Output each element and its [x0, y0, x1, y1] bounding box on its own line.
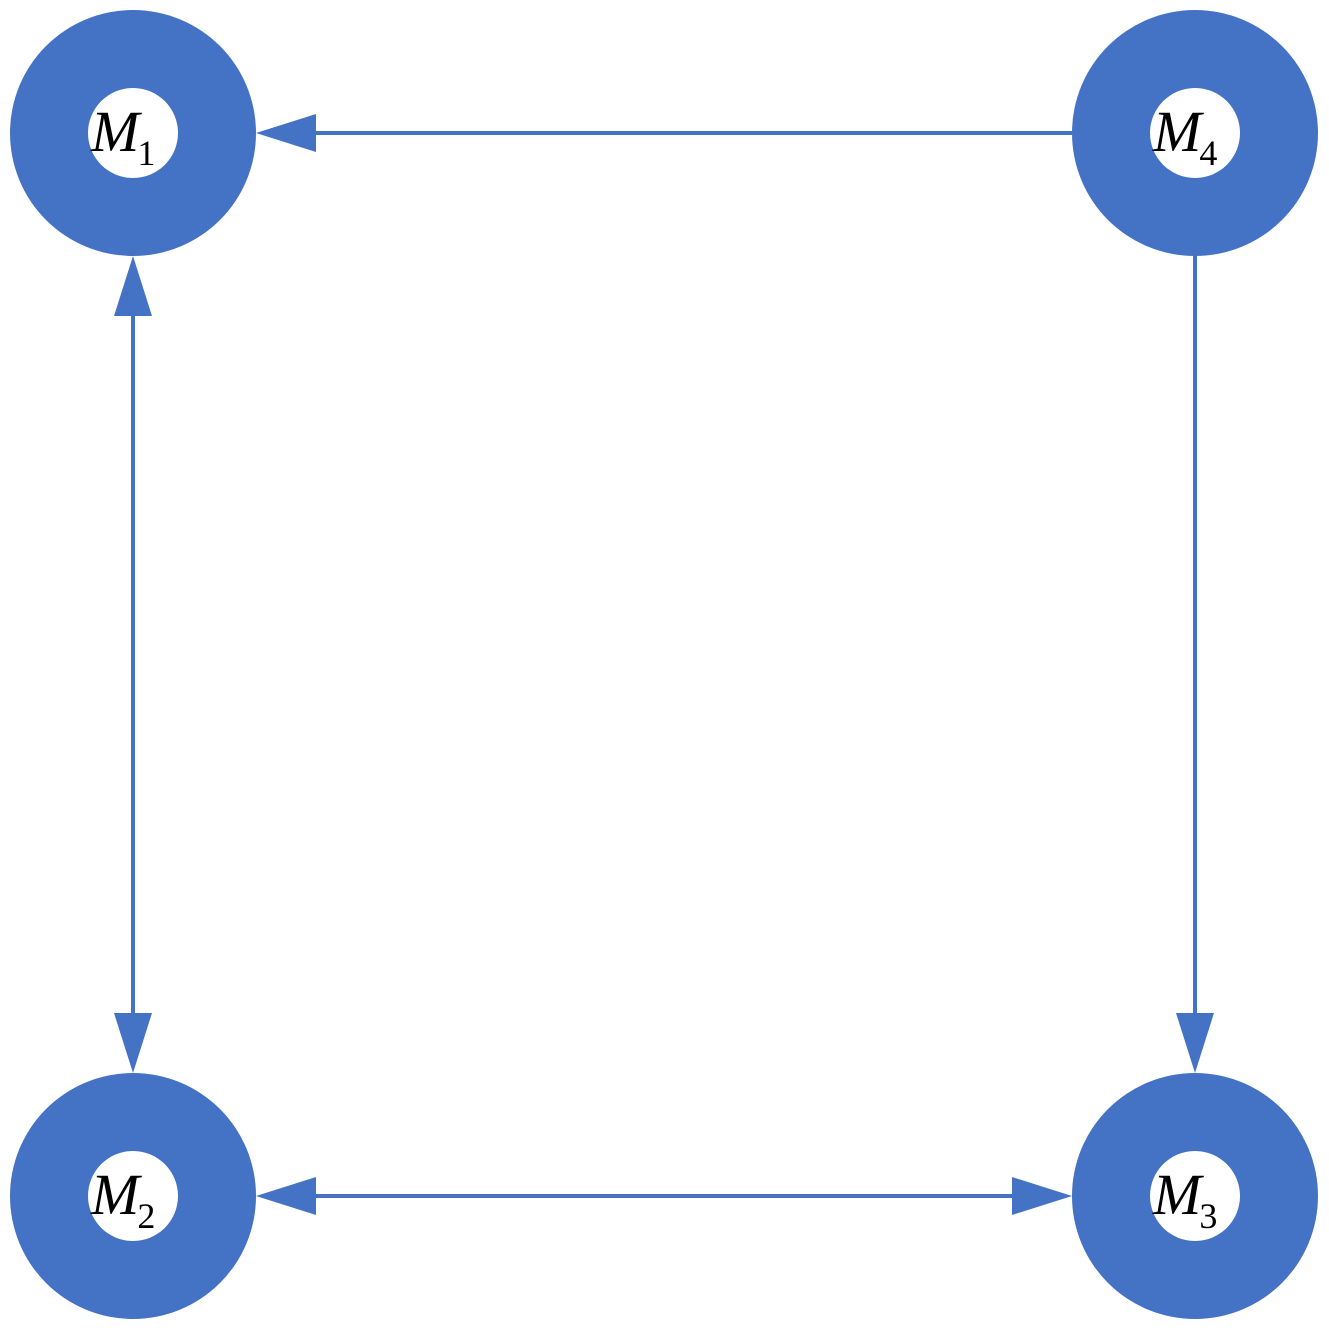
arrowhead-m3	[1176, 1013, 1214, 1073]
arrowhead-m1	[256, 114, 316, 152]
node-letter: M	[90, 1162, 142, 1227]
edge-m2-m3	[256, 1177, 1072, 1215]
node-letter: M	[1152, 99, 1204, 164]
node-center	[1150, 88, 1240, 178]
node-label-m2: M2	[90, 1162, 155, 1236]
node-subscript: 2	[137, 1196, 155, 1236]
edge-m4-m1	[256, 114, 1072, 152]
node-m1: M1	[10, 10, 256, 256]
node-subscript: 4	[1199, 133, 1217, 173]
node-m2: M2	[10, 1073, 256, 1319]
edges-layer	[114, 114, 1214, 1215]
node-letter: M	[90, 99, 142, 164]
node-label-m4: M4	[1152, 99, 1217, 173]
node-m4: M4	[1072, 10, 1318, 256]
node-subscript: 3	[1199, 1196, 1217, 1236]
arrowhead-m3	[1012, 1177, 1072, 1215]
node-center	[1150, 1151, 1240, 1241]
node-letter: M	[1152, 1162, 1204, 1227]
arrowhead-m2	[256, 1177, 316, 1215]
node-label-m3: M3	[1152, 1162, 1217, 1236]
edge-m1-m2	[114, 256, 152, 1073]
node-center	[88, 88, 178, 178]
node-label-m1: M1	[90, 99, 155, 173]
arrowhead-m2	[114, 1013, 152, 1073]
edge-m4-m3	[1176, 256, 1214, 1073]
arrowhead-m1	[114, 256, 152, 316]
node-center	[88, 1151, 178, 1241]
node-m3: M3	[1072, 1073, 1318, 1319]
node-subscript: 1	[137, 133, 155, 173]
